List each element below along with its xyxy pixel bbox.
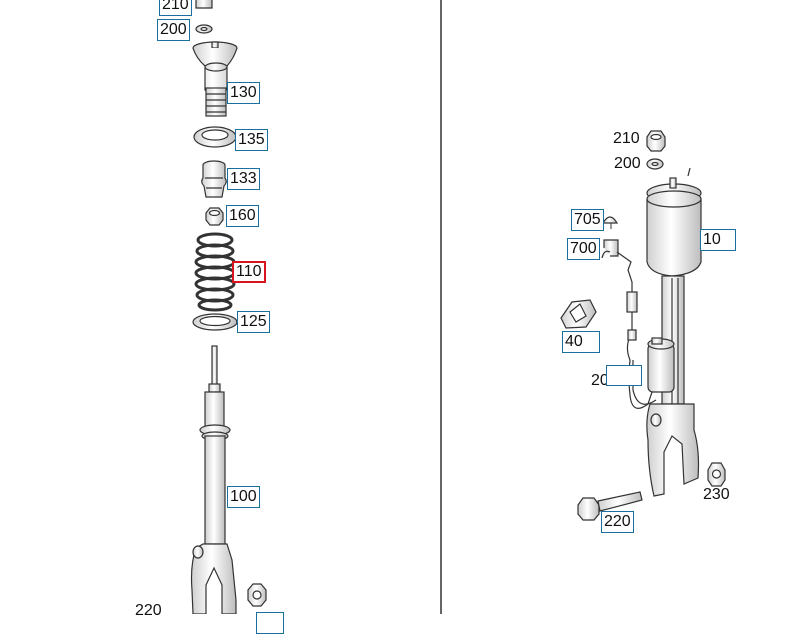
part-210-nut-left [195, 0, 213, 9]
part-135-ring [193, 126, 237, 148]
callout-135[interactable]: 135 [235, 129, 268, 151]
callout-700[interactable]: 700 [567, 238, 600, 260]
part-100-strut [190, 345, 237, 614]
part-210-nut-right [646, 130, 666, 152]
callout-20-box [606, 365, 642, 386]
callout-210-left[interactable]: 210 [159, 0, 192, 16]
part-110-coil-spring [194, 232, 236, 312]
callout-110[interactable]: 110 [232, 261, 266, 283]
label-220-left[interactable]: 220 [135, 602, 162, 619]
part-10-air-spring [646, 167, 702, 405]
part-705-cap [601, 216, 619, 224]
lower-fork [646, 403, 700, 497]
label-210-right[interactable]: 210 [613, 130, 640, 147]
part-133-bump-stop [201, 160, 227, 198]
reservoir [647, 337, 675, 393]
callout-220-right[interactable]: 220 [601, 511, 634, 533]
label-20[interactable]: 20 [591, 372, 609, 389]
callout-130[interactable]: 130 [227, 82, 260, 104]
callout-705[interactable]: 705 [571, 209, 604, 231]
callout-100[interactable]: 100 [227, 486, 260, 508]
callout-230-left-cut [256, 612, 284, 634]
part-230-nut [707, 462, 726, 487]
part-220-bolt-left [247, 583, 267, 607]
label-200-right[interactable]: 200 [614, 155, 641, 172]
callout-125[interactable]: 125 [237, 311, 270, 333]
part-200-washer-right [646, 158, 664, 170]
part-700-valve [601, 239, 619, 259]
part-20-harness [616, 251, 657, 409]
callout-40[interactable]: 40 [562, 331, 600, 353]
left-strut-assembly [190, 0, 267, 614]
parts-diagram: 210 200 130 135 133 160 110 125 100 220 … [135, 0, 736, 634]
callout-133[interactable]: 133 [227, 168, 260, 190]
part-160-nut [205, 207, 224, 226]
part-40-bracket [560, 299, 597, 329]
part-220-bolt-right [577, 491, 643, 521]
part-125-spring-seat [192, 313, 238, 331]
right-air-strut-assembly [560, 130, 726, 521]
callout-160[interactable]: 160 [226, 205, 259, 227]
diagram-drawing [190, 0, 726, 614]
part-130-top-mount [192, 41, 238, 117]
callout-10[interactable]: 10 [700, 229, 736, 251]
label-230[interactable]: 230 [703, 486, 730, 503]
callout-200-left[interactable]: 200 [157, 19, 190, 41]
